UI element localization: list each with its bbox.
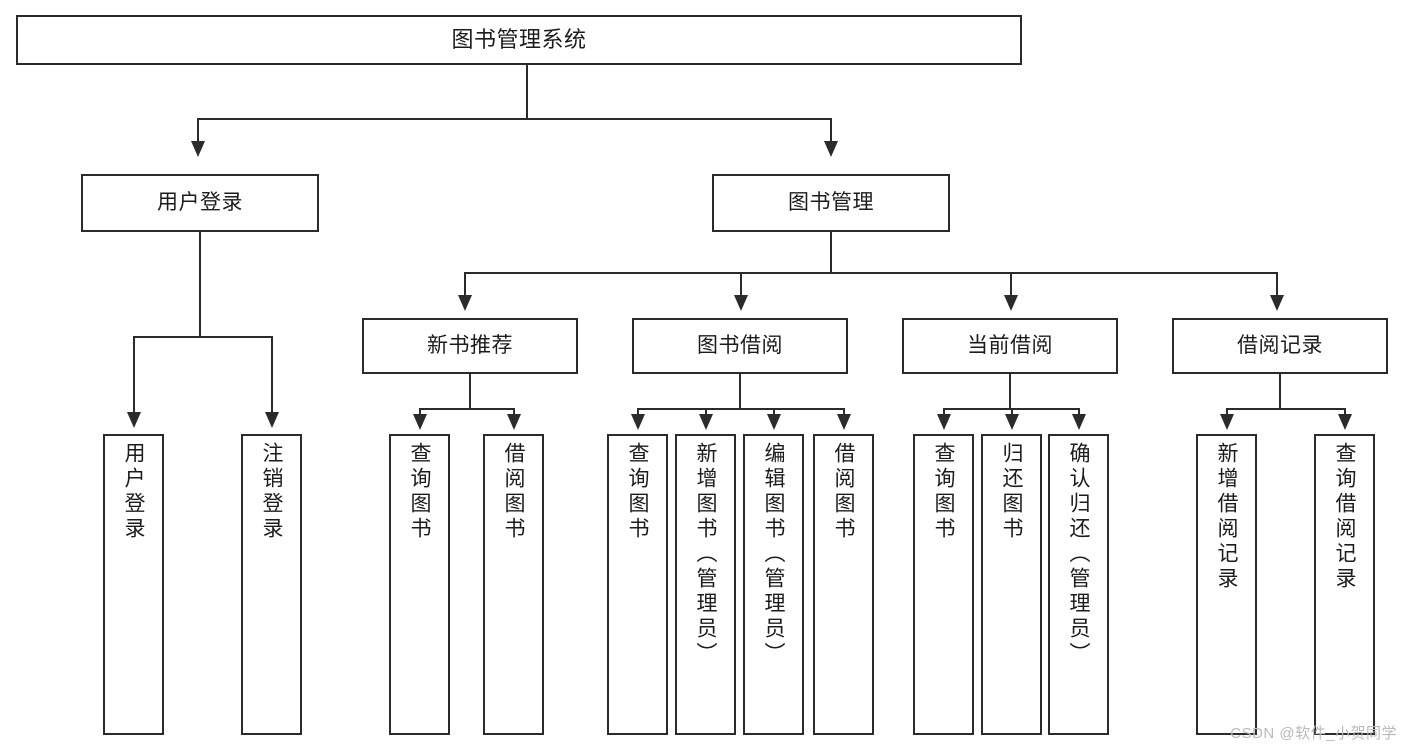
node-label: 查询借阅记录 [1333, 442, 1356, 592]
connector-root-to-login [197, 118, 199, 146]
node-label: 注销登录 [260, 442, 283, 542]
node-label: 查询图书 [626, 442, 649, 542]
node-label: 新增借阅记录 [1215, 442, 1238, 592]
node-label: 新增图书（管理员） [694, 442, 717, 667]
arrowhead-icon [191, 141, 205, 157]
arrowhead-icon [507, 414, 521, 430]
node-label: 借阅图书 [832, 442, 855, 542]
connector-borrow-stem [739, 374, 741, 408]
arrowhead-icon [1338, 414, 1352, 430]
connector-newbook-stem [469, 374, 471, 408]
node-new-book-recommend[interactable]: 新书推荐 [362, 318, 578, 374]
arrowhead-icon [767, 414, 781, 430]
arrowhead-icon [824, 141, 838, 157]
leaf-user-login[interactable]: 用户登录 [103, 434, 164, 735]
connector-current-to-leaf3 [1078, 408, 1080, 418]
node-label: 图书管理系统 [451, 27, 587, 53]
connector-bookmgmt-bus [464, 272, 1276, 274]
node-label: 确认归还（管理员） [1067, 442, 1090, 667]
arrowhead-icon [699, 414, 713, 430]
arrowhead-icon [1270, 295, 1284, 311]
arrowhead-icon [413, 414, 427, 430]
node-user-login[interactable]: 用户登录 [81, 174, 319, 232]
leaf-query-book-newbook[interactable]: 查询图书 [389, 434, 450, 735]
arrowhead-icon [1220, 414, 1234, 430]
connector-root-stem [526, 65, 528, 118]
leaf-edit-book-admin[interactable]: 编辑图书（管理员） [743, 434, 804, 735]
connector-newbook-to-leaf1 [419, 408, 421, 418]
node-label: 借阅记录 [1237, 333, 1323, 357]
node-label: 当前借阅 [967, 333, 1053, 357]
node-borrow-records[interactable]: 借阅记录 [1172, 318, 1388, 374]
connector-current-to-leaf2 [1011, 408, 1013, 418]
leaf-return-book[interactable]: 归还图书 [981, 434, 1042, 735]
node-label: 用户登录 [157, 190, 243, 214]
connector-root-bus [197, 118, 831, 120]
connector-newbook-bus [419, 408, 515, 410]
arrowhead-icon [734, 295, 748, 311]
connector-records-to-leaf1 [1226, 408, 1228, 418]
arrowhead-icon [265, 412, 279, 428]
arrowhead-icon [837, 414, 851, 430]
node-label: 图书管理 [788, 190, 874, 214]
connector-newbook-to-leaf2 [513, 408, 515, 418]
node-current-borrow[interactable]: 当前借阅 [902, 318, 1118, 374]
arrowhead-icon [937, 414, 951, 430]
node-label: 借阅图书 [502, 442, 525, 542]
node-label: 编辑图书（管理员） [762, 442, 785, 667]
connector-bookmgmt-to-c1 [464, 272, 466, 300]
connector-records-to-leaf2 [1344, 408, 1346, 418]
leaf-borrow-book[interactable]: 借阅图书 [813, 434, 874, 735]
leaf-add-borrow-record[interactable]: 新增借阅记录 [1196, 434, 1257, 735]
node-book-management[interactable]: 图书管理 [712, 174, 950, 232]
connector-root-to-bookmgmt [830, 118, 832, 146]
connector-borrow-to-leaf1 [637, 408, 639, 418]
leaf-query-book-current[interactable]: 查询图书 [913, 434, 974, 735]
leaf-borrow-book-newbook[interactable]: 借阅图书 [483, 434, 544, 735]
connector-login-to-leaf1 [133, 336, 135, 416]
node-label: 归还图书 [1000, 442, 1023, 542]
connector-borrow-bus [637, 408, 845, 410]
leaf-query-book-borrow[interactable]: 查询图书 [607, 434, 668, 735]
connector-records-bus [1226, 408, 1346, 410]
arrowhead-icon [1072, 414, 1086, 430]
connector-bookmgmt-to-c3 [1010, 272, 1012, 300]
connector-login-bus [133, 336, 273, 338]
node-label: 查询图书 [932, 442, 955, 542]
connector-borrow-to-leaf4 [843, 408, 845, 418]
leaf-confirm-return-admin[interactable]: 确认归还（管理员） [1048, 434, 1109, 735]
arrowhead-icon [127, 412, 141, 428]
watermark: CSDN @软件_小贺同学 [1230, 725, 1397, 742]
node-label: 图书借阅 [697, 333, 783, 357]
node-label: 新书推荐 [427, 333, 513, 357]
connector-current-stem [1009, 374, 1011, 408]
arrowhead-icon [458, 295, 472, 311]
connector-bookmgmt-to-c2 [740, 272, 742, 300]
connector-login-to-leaf2 [271, 336, 273, 416]
connector-records-stem [1279, 374, 1281, 408]
node-book-borrow[interactable]: 图书借阅 [632, 318, 848, 374]
node-root-system[interactable]: 图书管理系统 [16, 15, 1022, 65]
node-label: 查询图书 [408, 442, 431, 542]
arrowhead-icon [1005, 414, 1019, 430]
leaf-add-book-admin[interactable]: 新增图书（管理员） [675, 434, 736, 735]
arrowhead-icon [1004, 295, 1018, 311]
connector-login-stem [199, 232, 201, 336]
node-label: 用户登录 [122, 442, 145, 542]
leaf-logout[interactable]: 注销登录 [241, 434, 302, 735]
leaf-query-borrow-record[interactable]: 查询借阅记录 [1314, 434, 1375, 735]
connector-borrow-to-leaf2 [705, 408, 707, 418]
arrowhead-icon [631, 414, 645, 430]
connector-borrow-to-leaf3 [773, 408, 775, 418]
connector-bookmgmt-to-c4 [1276, 272, 1278, 300]
connector-current-to-leaf1 [943, 408, 945, 418]
connector-bookmgmt-stem [830, 232, 832, 272]
